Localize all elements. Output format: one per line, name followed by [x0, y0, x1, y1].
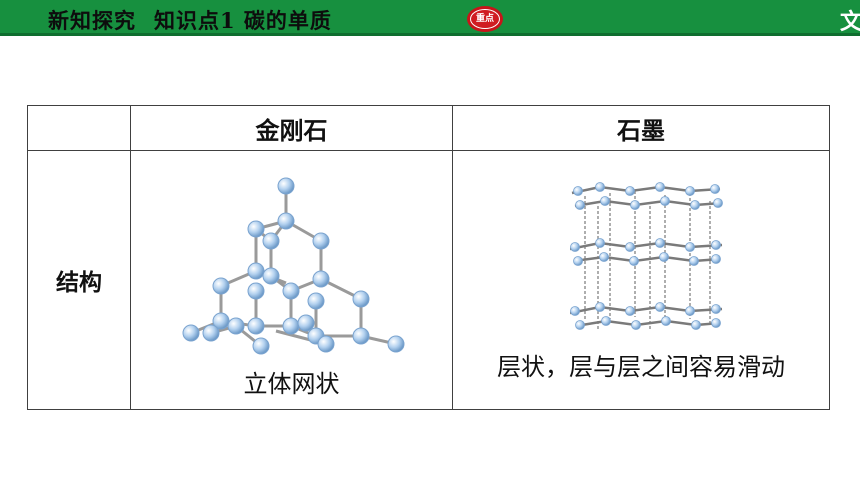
- row-label-cell: 结构: [27, 150, 131, 410]
- header-title: 新知探究知识点1 碳的单质: [48, 5, 332, 35]
- structure-row: 结构: [27, 150, 830, 410]
- header-bar: 新知探究知识点1 碳的单质 重点 文: [0, 0, 860, 36]
- diamond-lattice-icon: [182, 177, 405, 355]
- key-point-badge: 重点: [467, 6, 503, 32]
- structure-label: 结构: [56, 270, 102, 296]
- section-label: 新知探究: [48, 8, 136, 33]
- header-cell-empty: [27, 105, 131, 151]
- table-header-row: 金刚石 石墨: [27, 105, 830, 151]
- graphite-caption: 层状，层与层之间容易滑动: [497, 353, 785, 381]
- diamond-heading: 金刚石: [255, 116, 328, 145]
- diamond-structure-cell: 立体网状: [130, 150, 453, 410]
- corner-logo-icon: 文: [840, 9, 860, 32]
- graphite-structure-cell: 层状，层与层之间容易滑动: [452, 150, 830, 410]
- diamond-caption: 立体网状: [243, 370, 340, 398]
- header-cell-graphite: 石墨: [452, 105, 830, 151]
- header-cell-diamond: 金刚石: [130, 105, 453, 151]
- key-point-badge-text: 重点: [471, 10, 499, 28]
- graphite-heading: 石墨: [617, 116, 665, 145]
- topic-label: 知识点1 碳的单质: [154, 8, 332, 33]
- graphite-layers-icon: [570, 182, 723, 331]
- comparison-table: 金刚石 石墨 结构: [27, 105, 830, 410]
